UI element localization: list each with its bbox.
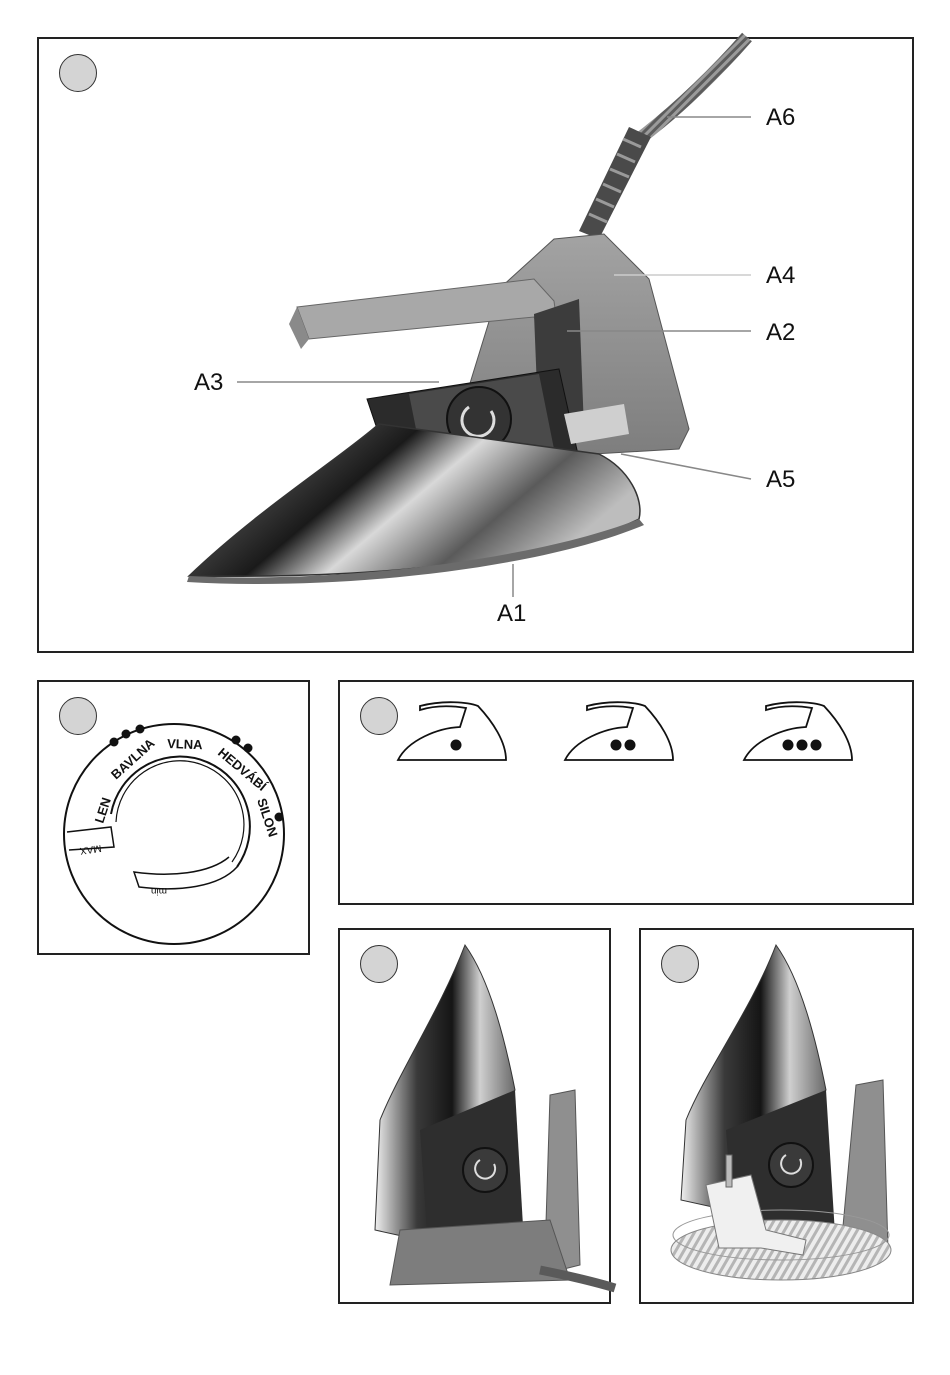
temperature-dial-diagram: LEN BAVLNA VLNA HEDVÁBÍ SILON MAX min — [39, 682, 312, 957]
dial-dot — [136, 725, 145, 734]
dial-dot — [122, 730, 131, 739]
figure-1-panel: A6 A4 A2 A3 A5 A1 — [37, 37, 914, 653]
temperature-dot — [797, 740, 808, 751]
figure-2-panel: LEN BAVLNA VLNA HEDVÁBÍ SILON MAX min — [37, 680, 310, 955]
temperature-symbol-2 — [565, 702, 673, 760]
temperature-dial — [463, 1148, 507, 1192]
dial-label-max: MAX — [79, 842, 102, 856]
callout-a2: A2 — [766, 321, 795, 345]
iron-cord-storage-illustration — [641, 930, 916, 1306]
temperature-symbol-1 — [398, 702, 506, 760]
dial-dot — [244, 744, 253, 753]
callout-a4: A4 — [766, 264, 795, 288]
figure-3-panel — [338, 680, 914, 905]
dial-label-len: LEN — [92, 796, 114, 825]
temperature-dot — [783, 740, 794, 751]
temperature-symbol-3 — [744, 702, 852, 760]
cord-strain-relief — [579, 127, 651, 239]
power-cord — [639, 37, 747, 139]
callout-a5: A5 — [766, 468, 795, 492]
temperature-dial — [769, 1143, 813, 1187]
dial-dot — [110, 738, 119, 747]
callout-a1: A1 — [497, 602, 526, 626]
figure-4-panel — [338, 928, 611, 1304]
dial-label-hedvabi: HEDVÁBÍ — [215, 745, 270, 794]
figure-5-panel — [639, 928, 914, 1304]
dial-label-min: min — [151, 885, 167, 896]
dial-dot — [232, 736, 241, 745]
temperature-dot — [451, 740, 462, 751]
callout-a3: A3 — [194, 371, 223, 395]
callout-a6: A6 — [766, 106, 795, 130]
iron-outline — [565, 702, 673, 760]
temperature-symbols — [340, 682, 916, 907]
dial-label-vlna: VLNA — [167, 736, 204, 752]
iron-upright-illustration — [340, 930, 613, 1306]
temperature-dot — [625, 740, 636, 751]
iron-overview-illustration — [39, 39, 916, 655]
leader-a5 — [621, 454, 751, 479]
temperature-dot — [611, 740, 622, 751]
iron-outline — [744, 702, 852, 760]
iron-outline — [398, 702, 506, 760]
temperature-dot — [811, 740, 822, 751]
